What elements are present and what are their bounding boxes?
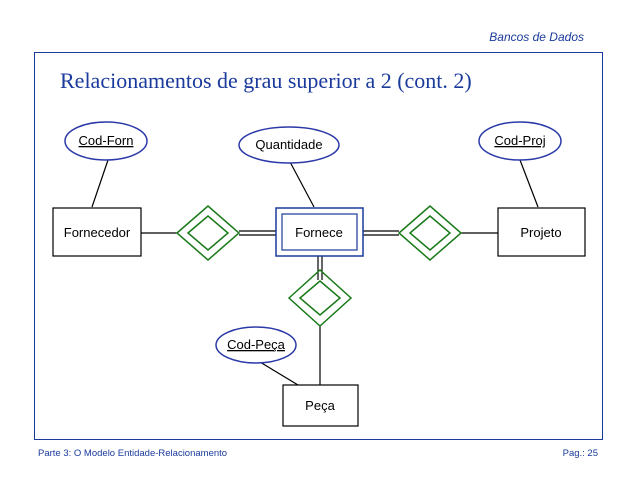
attribute-cod-forn-label: Cod-Forn	[79, 133, 134, 148]
footer-chapter: Parte 3: O Modelo Entidade-Relacionament…	[38, 448, 228, 459]
entity-peca-label: Peça	[305, 398, 335, 413]
footer-page-number: Pag.: 25	[562, 448, 598, 459]
attribute-cod-proj-label: Cod-Proj	[494, 133, 545, 148]
entity-projeto: Projeto	[497, 207, 586, 257]
entity-fornece-weak: Fornece	[275, 207, 364, 257]
attribute-cod-forn: Cod-Forn	[64, 121, 148, 161]
entity-peca: Peça	[282, 384, 359, 427]
relationship-peca-diamond	[287, 268, 353, 328]
attribute-cod-peca-label: Cod-Peça	[227, 337, 286, 352]
course-header: Bancos de Dados	[489, 30, 584, 44]
attribute-cod-proj: Cod-Proj	[478, 121, 562, 161]
connector-lines	[91, 159, 539, 386]
slide-title: Relacionamentos de grau superior a 2 (co…	[60, 68, 472, 93]
attribute-quantidade-label: Quantidade	[255, 137, 322, 152]
entity-projeto-label: Projeto	[520, 225, 561, 240]
attribute-cod-peca: Cod-Peça	[215, 326, 297, 364]
entity-fornecedor-label: Fornecedor	[64, 225, 131, 240]
line-cod-forn-fornecedor	[91, 159, 109, 208]
entity-fornecedor: Fornecedor	[52, 207, 142, 257]
relationship-projeto-diamond	[397, 205, 463, 261]
relationship-fornecedor-diamond	[175, 205, 241, 261]
line-cod-proj-projeto	[519, 159, 539, 208]
slide-frame	[34, 52, 603, 440]
line-quantidade-fornece	[288, 159, 315, 208]
entity-fornece-label: Fornece	[295, 225, 343, 240]
attribute-quantidade: Quantidade	[238, 126, 340, 164]
